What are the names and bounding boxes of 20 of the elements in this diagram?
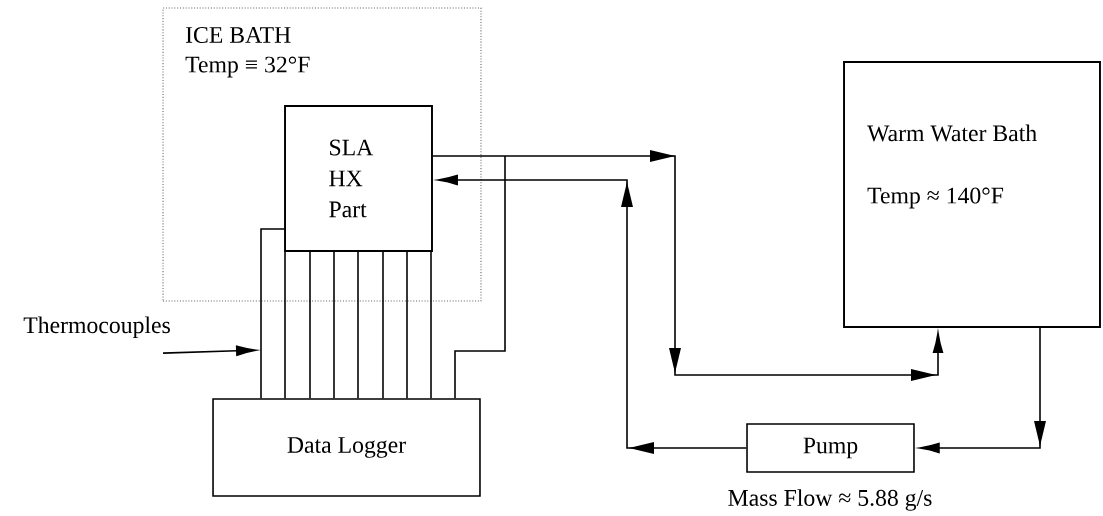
wire <box>333 251 335 399</box>
wire <box>284 251 286 399</box>
bath-heading: Warm Water Bath <box>867 124 1037 142</box>
thermocouples-label: Thermocouples <box>23 316 170 339</box>
wire <box>454 155 506 399</box>
region-heading: ICE BATH <box>185 27 291 43</box>
logger-box: Data Logger <box>212 398 481 497</box>
part-box: SLA HX Part <box>284 105 433 252</box>
pointer-arrow <box>162 345 257 356</box>
flow-arrow <box>432 150 944 381</box>
temperature-label: Temp ≈ 140°F <box>867 187 1004 209</box>
wire <box>357 251 359 399</box>
temperature-label: Temp ≡ 32°F <box>185 56 310 78</box>
wire <box>406 251 408 399</box>
pump-box: Pump <box>746 423 915 473</box>
wire <box>309 251 311 399</box>
flow-rate-label: Mass Flow ≈ 5.88 g/s <box>728 489 932 511</box>
wire <box>382 251 384 399</box>
wire <box>430 251 432 399</box>
wire <box>260 228 285 399</box>
